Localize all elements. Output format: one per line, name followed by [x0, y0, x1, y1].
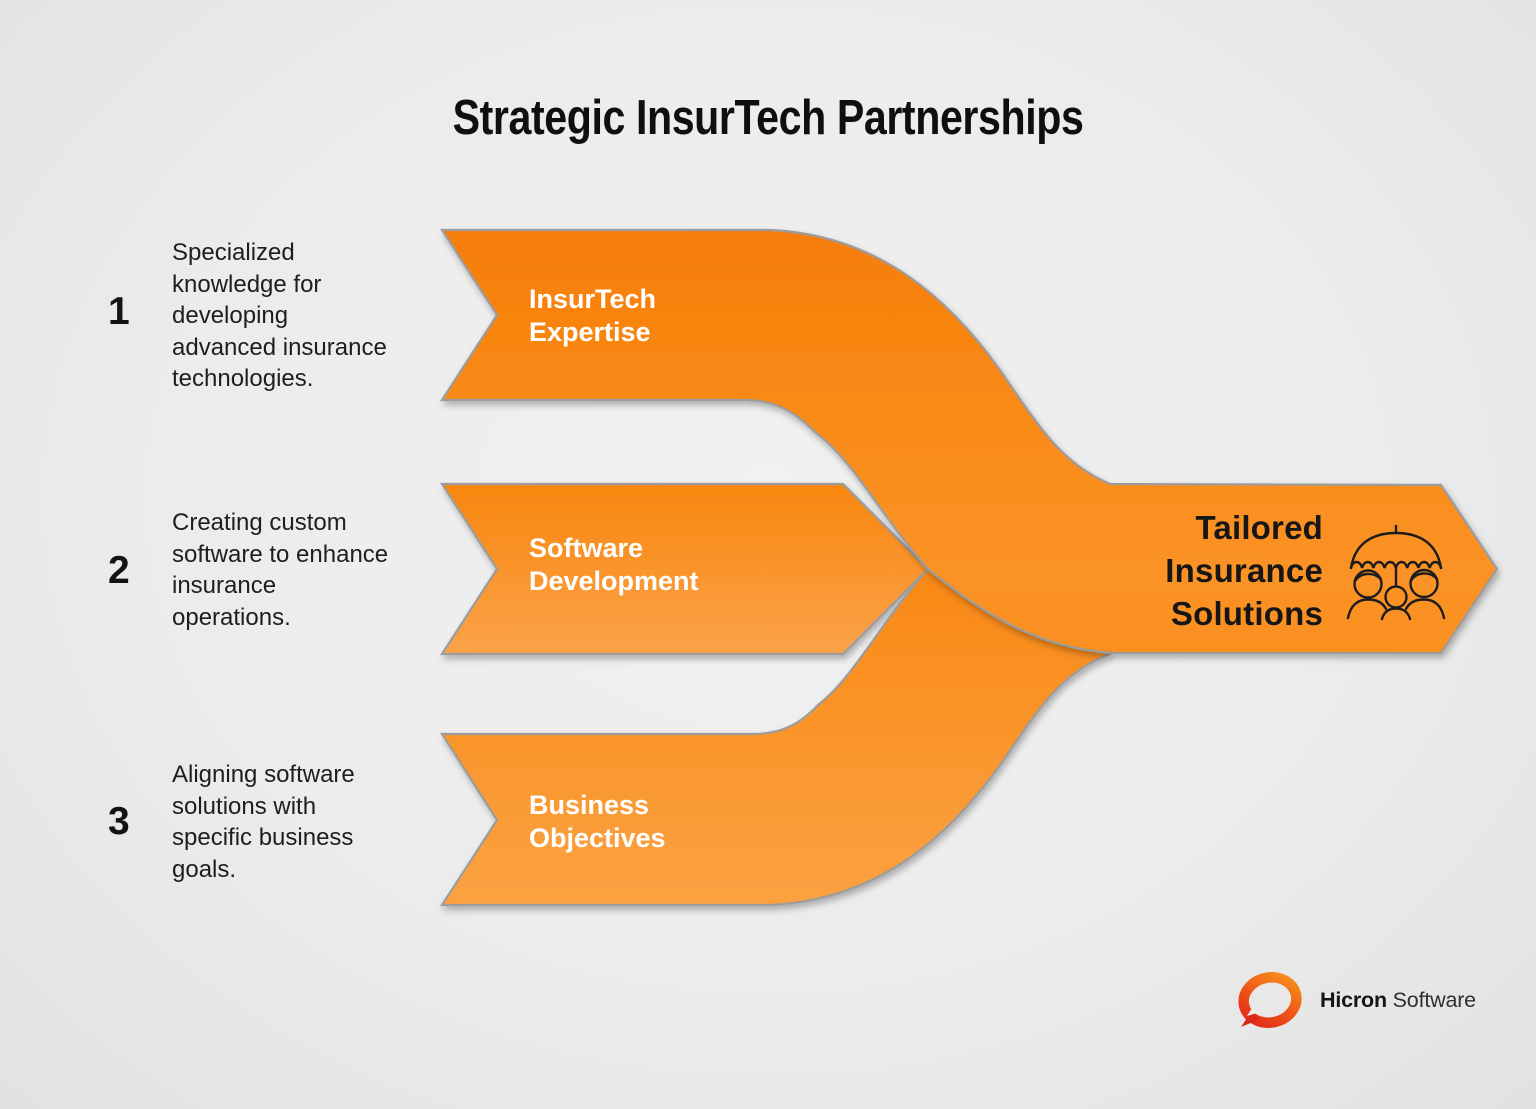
band-2-ribbon [439, 482, 930, 656]
step-description-3: Aligning software solutions with specifi… [172, 761, 355, 883]
speech-bubble-ring-icon [1238, 972, 1302, 1028]
band-1-ribbon-and-result-arrow [439, 228, 1499, 655]
brand-wordmark: Hicron Software [1320, 988, 1476, 1012]
brand-name-light: Software [1392, 988, 1476, 1012]
step-description-1: Specialized knowledge for developing adv… [172, 239, 387, 392]
page-title: Strategic InsurTech Partnerships [452, 91, 1084, 145]
step-number-3: 3 [108, 800, 130, 843]
band-label-insurtech-expertise: InsurTech Expertise [529, 284, 657, 347]
umbrella-family-icon [1346, 524, 1446, 621]
brand-name-bold: Hicron [1320, 988, 1387, 1012]
result-label: Tailored Insurance Solutions [1165, 509, 1323, 632]
band-label-software-development: Software Development [529, 533, 699, 596]
band-label-business-objectives: Business Objectives [529, 790, 666, 853]
step-description-2: Creating custom software to enhance insu… [172, 509, 389, 631]
step-number-1: 1 [108, 290, 130, 333]
step-number-2: 2 [108, 549, 130, 592]
